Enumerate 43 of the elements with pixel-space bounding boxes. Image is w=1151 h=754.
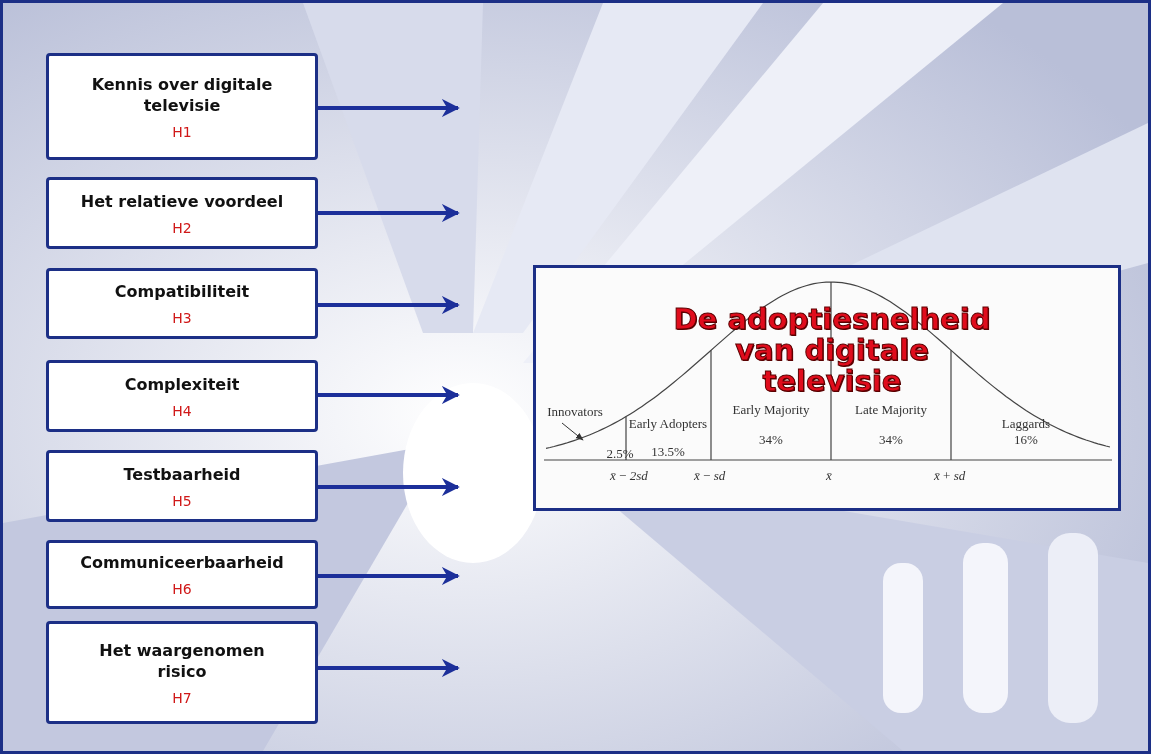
percentage-label: 34% [878,432,904,447]
arrow [318,478,460,496]
factor-label: Het waargenomen risico [98,639,266,682]
factor-box [46,360,318,432]
factor-label: Communiceerbaarheid [80,552,284,573]
arrow [318,204,460,222]
segment-label: Laggards [1000,416,1052,431]
segment-label: Early Majority [731,402,811,417]
factor-label: Kennis over digitale televisie [90,73,274,116]
factor-label: Testbaarheid [123,463,241,485]
hypothesis-label: H3 [172,310,192,326]
axis-tick-label: x̄ + sd [934,468,966,484]
factor-box [46,450,318,522]
hypothesis-label: H7 [172,689,192,706]
hypothesis-label: H6 [172,581,192,597]
factor-label: Complexiteit [124,373,240,395]
arrow [318,99,460,117]
factor-box [46,540,318,609]
leader-line [561,422,584,441]
factor-label: Compatibiliteit [114,281,250,302]
hypothesis-label: H1 [172,123,192,140]
factor-box [46,621,318,724]
percentage-label: 34% [758,432,784,447]
factor-box [46,268,318,339]
axis-tick-label: x̄ [826,468,832,484]
hypothesis-label: H5 [172,492,192,509]
hypothesis-label: H4 [172,402,192,419]
arrow [318,386,460,404]
segment-label: Innovators [540,404,610,419]
factor-label: Het relatieve voordeel [80,190,284,212]
segment-label: Early Adopters [628,416,708,431]
factor-box [46,53,318,160]
percentage-label: 16% [1013,432,1039,447]
segment-label: Late Majority [854,402,928,417]
hypothesis-label: H2 [172,219,192,236]
chart-panel [533,265,1121,511]
arrow [318,659,460,677]
factor-box [46,177,318,249]
arrow [318,296,460,314]
axis-tick-label: x̄ − sd [694,468,726,484]
arrow [318,567,460,585]
percentage-label: 2.5% [605,446,635,461]
axis-tick-label: x̄ − 2sd [610,468,648,484]
